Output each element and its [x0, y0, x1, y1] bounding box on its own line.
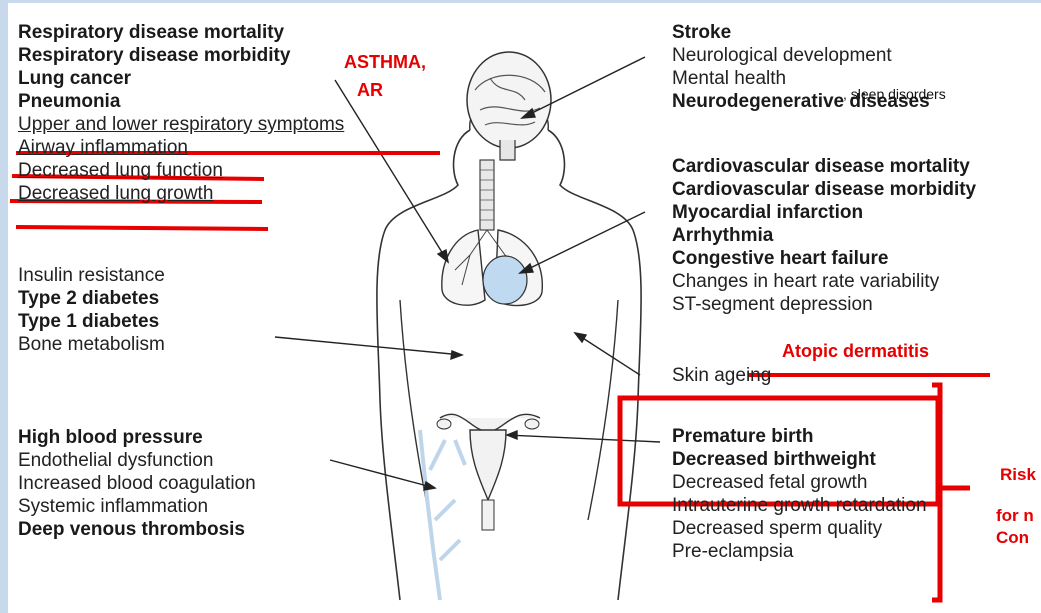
- outcome-item: High blood pressure: [18, 426, 256, 449]
- outcome-item: Airway inflammation: [18, 136, 344, 159]
- outcome-item: Changes in heart rate variability: [672, 270, 1041, 293]
- outcome-item: Type 2 diabetes: [18, 287, 165, 310]
- outcome-item: Respiratory disease mortality: [18, 21, 344, 44]
- outcome-item: Skin ageing: [672, 364, 771, 387]
- outcome-item: Type 1 diabetes: [18, 310, 165, 333]
- annotation-risk-2: for n: [996, 506, 1041, 526]
- outcome-item: Systemic inflammation: [18, 495, 256, 518]
- outcome-item: Intrauterine growth retardation: [672, 494, 927, 517]
- outcome-item: Arrhythmia: [672, 224, 1041, 247]
- right-heart-list: Cardiovascular disease mortality Cardiov…: [672, 155, 1041, 316]
- outcome-item: Respiratory disease morbidity: [18, 44, 344, 67]
- outcome-item: Upper and lower respiratory symptoms: [18, 113, 344, 136]
- veins-icon: [420, 430, 465, 600]
- outcome-item: Lung cancer: [18, 67, 344, 90]
- outcome-item: Neurological development: [672, 44, 930, 67]
- outcome-item: Deep venous thrombosis: [18, 518, 256, 541]
- right-reproductive-list: Premature birth Decreased birthweight De…: [672, 425, 927, 563]
- trachea-icon: [480, 160, 494, 230]
- annotation-sleep: , sleep disorders: [843, 86, 946, 102]
- outcome-item: Stroke: [672, 21, 930, 44]
- outcome-item: Endothelial dysfunction: [18, 449, 256, 472]
- annotation-ar: AR: [357, 80, 383, 101]
- uterus-icon: [437, 414, 540, 530]
- outcome-item: Decreased sperm quality: [672, 517, 927, 540]
- outcome-item: Increased blood coagulation: [18, 472, 256, 495]
- outcome-item: Premature birth: [672, 425, 927, 448]
- heart-icon: [483, 256, 527, 304]
- right-skin-list: Skin ageing: [672, 364, 771, 387]
- annotation-atopic: Atopic dermatitis: [782, 341, 929, 362]
- outcome-item: Decreased fetal growth: [672, 471, 927, 494]
- outcome-item: Cardiovascular disease morbidity: [672, 178, 1041, 201]
- outcome-item: Bone metabolism: [18, 333, 165, 356]
- outcome-item: Congestive heart failure: [672, 247, 1041, 270]
- left-vascular-list: High blood pressure Endothelial dysfunct…: [18, 426, 256, 541]
- annotation-asthma: ASTHMA,: [344, 52, 426, 73]
- outcome-item: Decreased birthweight: [672, 448, 927, 471]
- left-metabolic-list: Insulin resistance Type 2 diabetes Type …: [18, 264, 165, 356]
- body-outline-icon: [377, 130, 641, 600]
- left-respiratory-list: Respiratory disease mortality Respirator…: [18, 21, 344, 205]
- outcome-item: Decreased lung growth: [18, 182, 344, 205]
- brain-icon: [467, 52, 551, 160]
- annotation-risk-1: Risk: [1000, 465, 1036, 485]
- outcome-item: Myocardial infarction: [672, 201, 1041, 224]
- outcome-item: Insulin resistance: [18, 264, 165, 287]
- outcome-item: Pneumonia: [18, 90, 344, 113]
- outcome-item: Cardiovascular disease mortality: [672, 155, 1041, 178]
- outcome-item: ST-segment depression: [672, 293, 1041, 316]
- outcome-item: Pre-eclampsia: [672, 540, 927, 563]
- outcome-item: Decreased lung function: [18, 159, 344, 182]
- annotation-risk-3: Con: [996, 528, 1029, 548]
